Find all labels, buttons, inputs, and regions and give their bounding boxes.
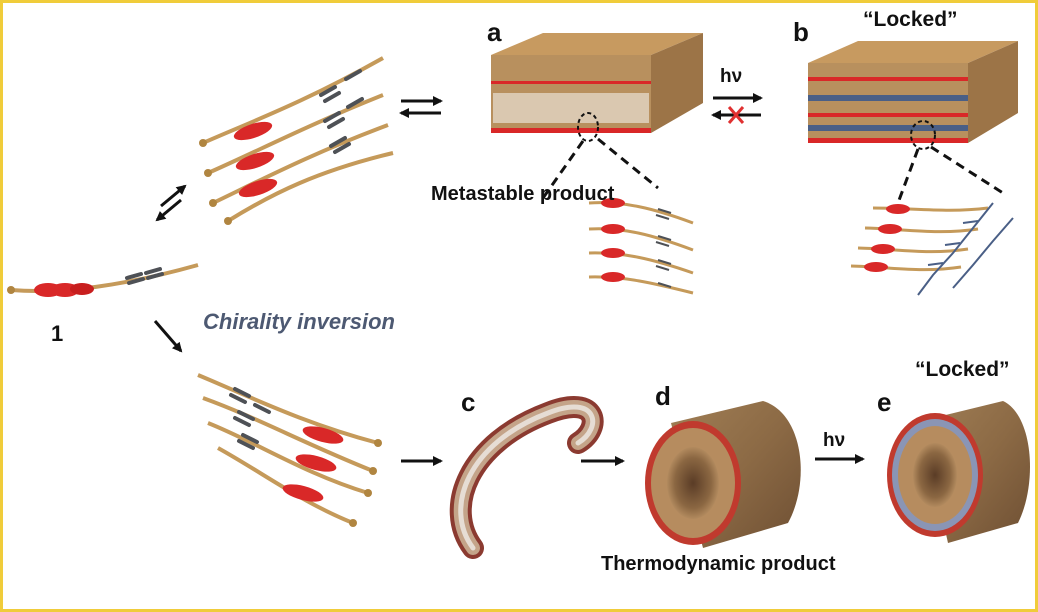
hv-label-bottom: hν: [823, 430, 846, 451]
lower-aggregate-molecules: [197, 373, 382, 527]
hv-label-top: hν: [720, 66, 743, 87]
chirality-inversion-label: Chirality inversion: [203, 309, 395, 334]
helix-c: [449, 396, 604, 559]
equilibrium-arrows-2: [399, 96, 443, 118]
sheet-b-zoom-molecules: [850, 202, 1014, 296]
tube-d: [645, 401, 801, 548]
locked-label-b: “Locked”: [863, 8, 958, 31]
monomer-1-molecule: [7, 263, 199, 297]
sheet-a-zoom-molecules: [588, 198, 694, 295]
upper-aggregate-molecules: [199, 56, 394, 225]
label-d: d: [655, 381, 671, 411]
blocked-reverse-x-icon: [727, 106, 745, 124]
sheet-a: [491, 33, 703, 199]
label-a: a: [487, 17, 502, 47]
metastable-product-label: Metastable product: [431, 183, 615, 205]
thermodynamic-product-label: Thermodynamic product: [601, 553, 836, 575]
label-e: e: [877, 387, 892, 417]
scheme-drawing: [7, 33, 1030, 559]
chirality-arrow: [153, 320, 183, 353]
locked-label-e: “Locked”: [915, 358, 1010, 381]
label-b: b: [793, 17, 809, 47]
sheet-b: [808, 41, 1018, 204]
compound-1-label: 1: [51, 321, 64, 346]
tube-e: [887, 401, 1030, 543]
equilibrium-arrows-1: [155, 184, 187, 222]
label-c: c: [461, 387, 476, 417]
photo-arrows-top: [711, 93, 763, 124]
